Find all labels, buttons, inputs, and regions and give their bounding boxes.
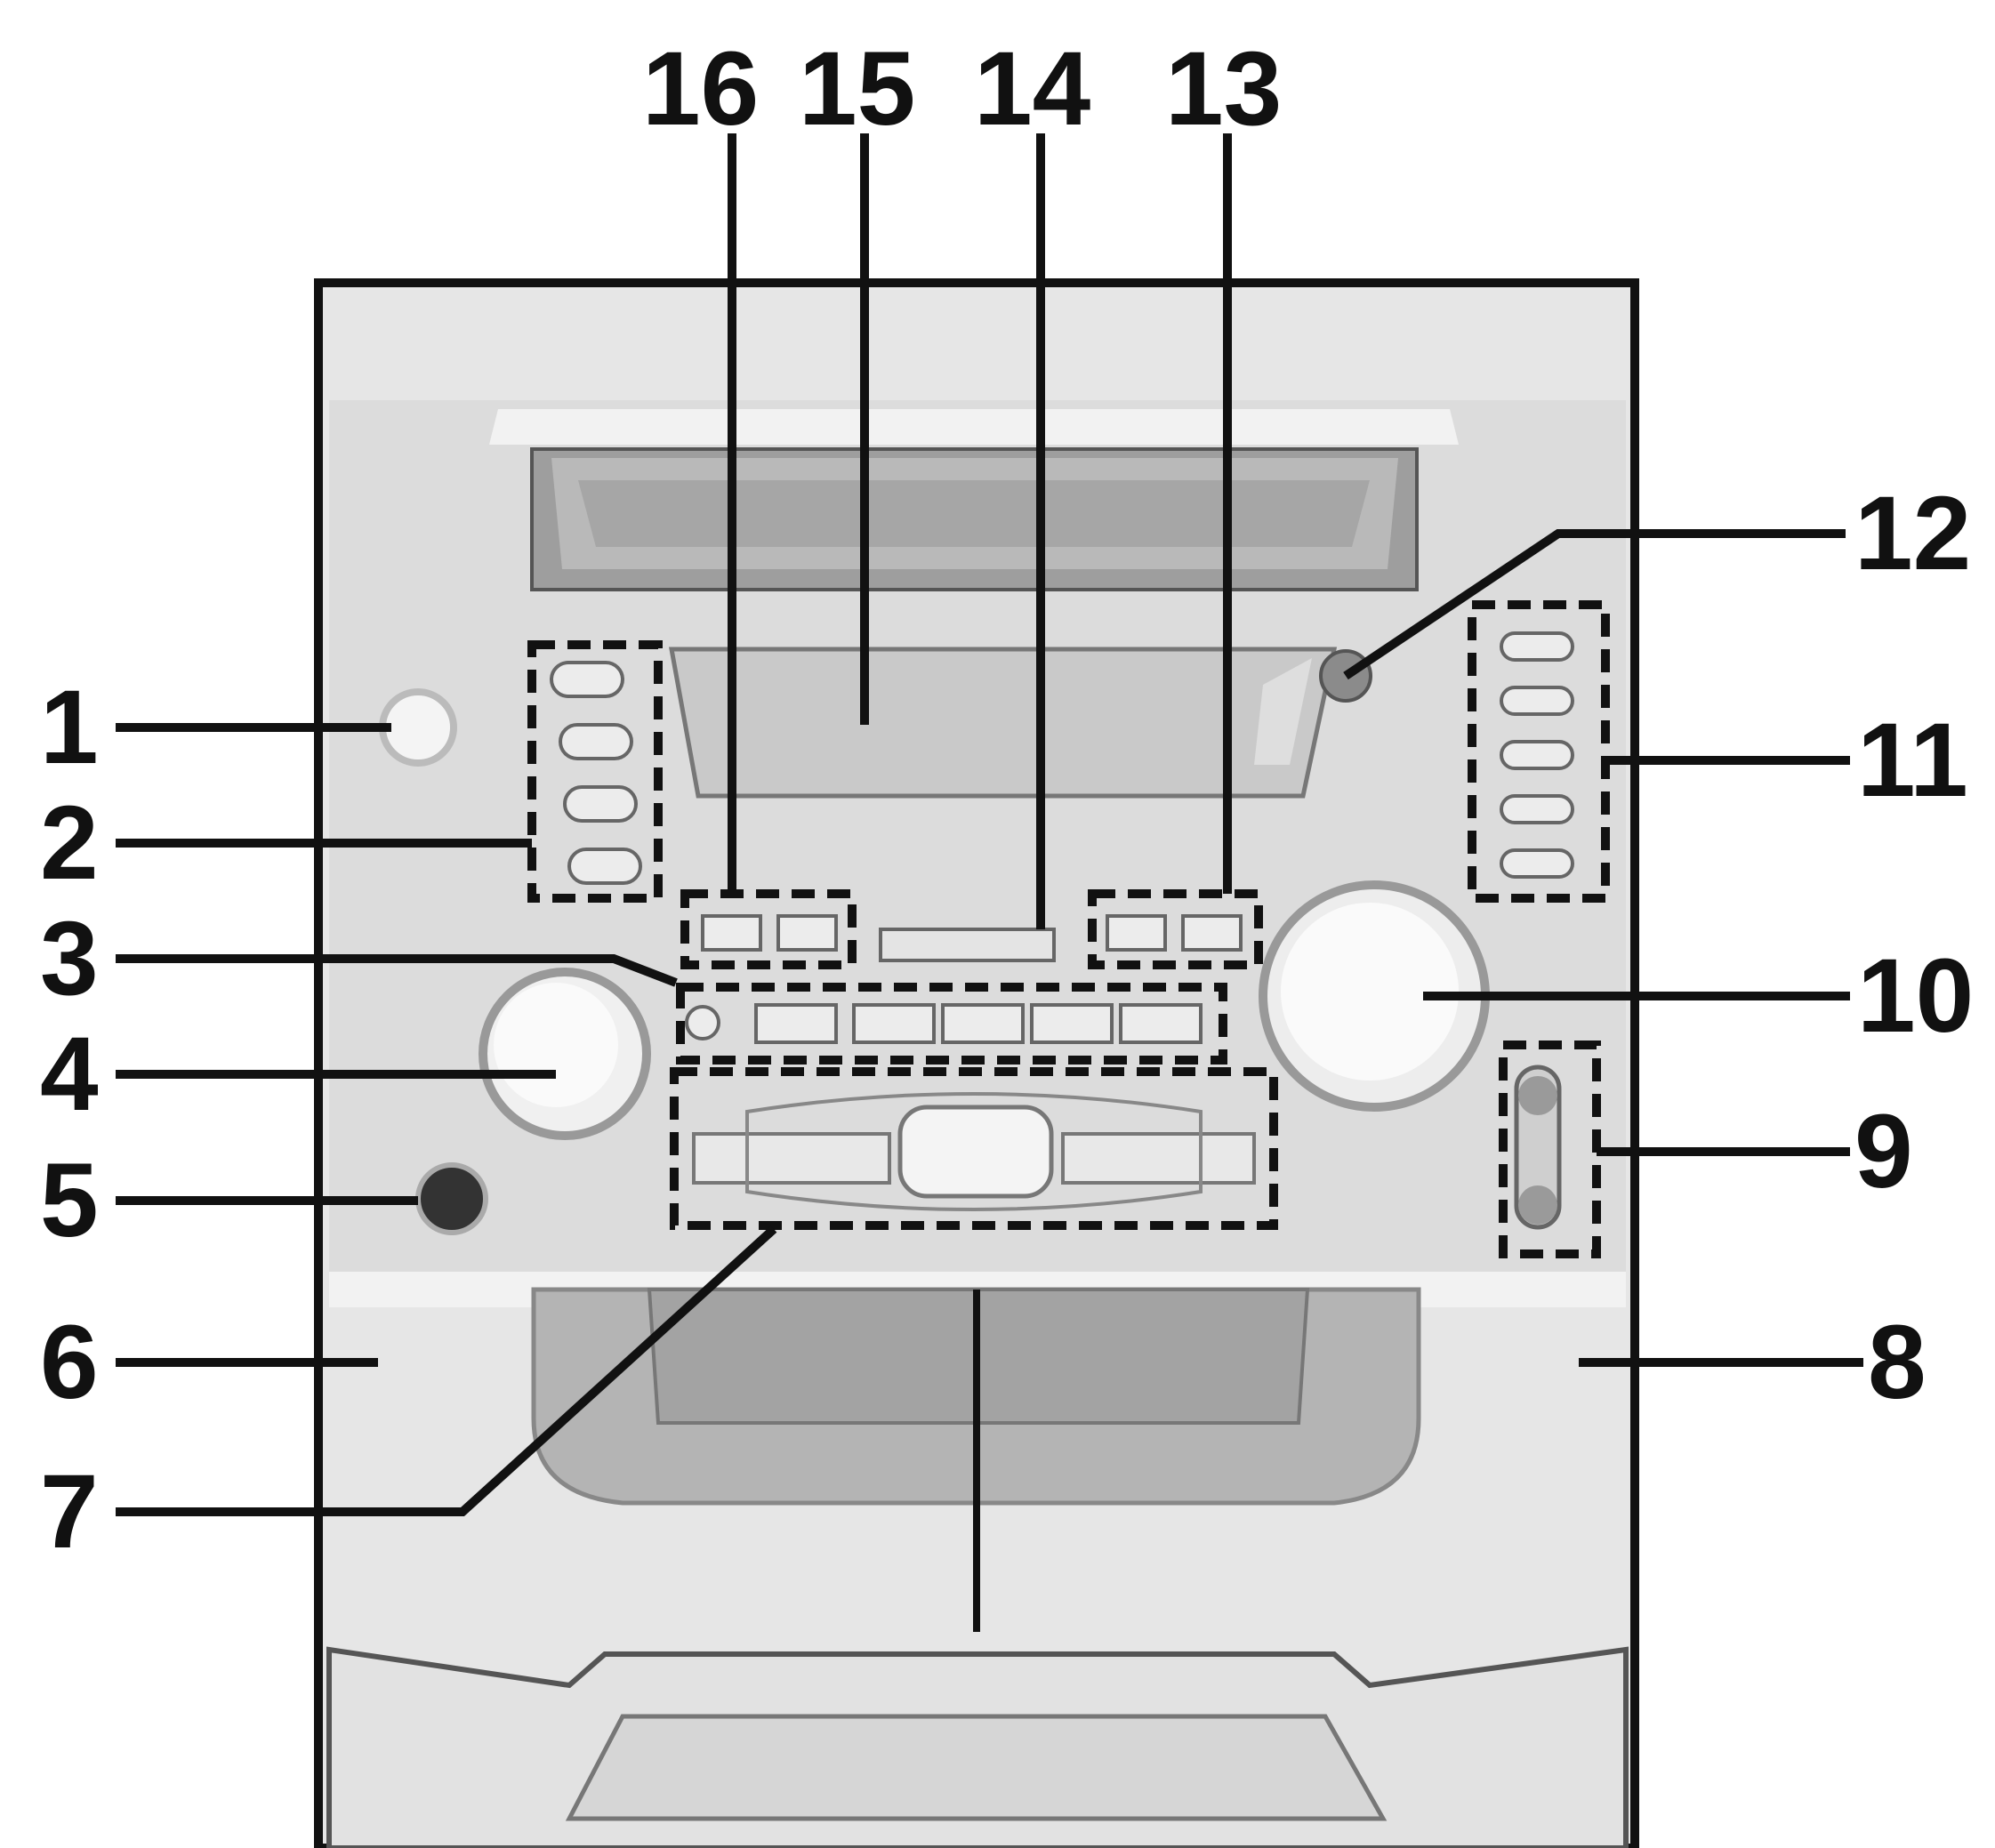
left-knob	[479, 968, 651, 1140]
callout-15: 15	[799, 30, 915, 148]
tape-bezel	[745, 1092, 1203, 1211]
function-button	[567, 848, 642, 885]
function-button	[1500, 686, 1574, 716]
left-function-buttons	[527, 640, 663, 903]
callout-5: 5	[40, 1142, 99, 1259]
function-button	[563, 785, 638, 823]
button-16-left	[701, 914, 762, 952]
headphone-jack	[415, 1162, 488, 1235]
callout-7: 7	[40, 1453, 99, 1571]
group-outline	[1468, 600, 1610, 903]
callout-14: 14	[974, 30, 1090, 148]
button-13-right	[1181, 914, 1243, 952]
slider-knob-top	[1518, 1076, 1557, 1115]
callout-1: 1	[40, 669, 99, 786]
display-reflection	[1254, 658, 1312, 765]
playback-button	[1119, 1003, 1203, 1044]
group-outline	[680, 889, 857, 969]
power-button	[379, 688, 457, 767]
callout-numbers: 1 2 3 4 5 6 7 8 9 10 11 12 13 14 15 16	[40, 30, 1974, 1571]
playback-button	[754, 1003, 838, 1044]
playback-button	[941, 1003, 1025, 1044]
cd-door-inner	[578, 480, 1370, 547]
indicator-led	[685, 1005, 720, 1041]
callout-8: 8	[1868, 1304, 1927, 1421]
callout-16: 16	[642, 30, 759, 148]
display-control-buttons	[680, 889, 1263, 969]
callout-11: 11	[1857, 702, 1968, 819]
display-glass	[669, 647, 1338, 799]
tape-button-left	[692, 1132, 891, 1185]
group-outline	[670, 1067, 1278, 1230]
disc-tray-slot	[879, 928, 1056, 962]
leader-7	[116, 1225, 777, 1516]
group-outline	[1088, 889, 1263, 969]
callout-10: 10	[1857, 937, 1974, 1055]
leader-12	[1343, 529, 1846, 680]
playback-buttons	[676, 983, 1227, 1065]
function-button	[1500, 631, 1574, 662]
base	[326, 1646, 1629, 1848]
function-button	[559, 723, 633, 760]
slider-control	[1499, 1041, 1601, 1258]
function-button	[550, 661, 624, 698]
function-button	[1500, 794, 1574, 824]
callout-2: 2	[40, 784, 99, 902]
tape-button-right	[1061, 1132, 1256, 1185]
right-knob	[1259, 880, 1490, 1112]
callout-3: 3	[40, 900, 99, 1017]
tape-controls	[670, 1067, 1278, 1230]
playback-button	[852, 1003, 936, 1044]
playback-button	[1030, 1003, 1114, 1044]
cassette-deck	[329, 1272, 1626, 1632]
right-function-buttons	[1468, 600, 1610, 903]
group-outline	[1499, 1041, 1601, 1258]
callout-6: 6	[40, 1304, 99, 1421]
function-button	[1500, 848, 1574, 879]
function-button	[1500, 740, 1574, 770]
top-trim	[489, 409, 1459, 445]
cd-door	[530, 447, 1419, 591]
button-13-left	[1106, 914, 1167, 952]
knob-face	[1281, 903, 1459, 1081]
base-handle	[565, 1714, 1388, 1821]
leader-lines	[116, 133, 1863, 1516]
callout-4: 4	[40, 1016, 99, 1133]
callout-9: 9	[1854, 1093, 1913, 1210]
leader-3	[116, 954, 678, 987]
knob-face	[494, 983, 618, 1107]
callout-13: 13	[1165, 30, 1282, 148]
slider-knob-bottom	[1518, 1185, 1557, 1225]
group-outline	[527, 640, 663, 903]
button-16-right	[776, 914, 838, 952]
display-window	[669, 647, 1338, 799]
callout-12: 12	[1854, 475, 1971, 592]
tape-center-button	[897, 1105, 1054, 1199]
group-outline	[676, 983, 1227, 1065]
